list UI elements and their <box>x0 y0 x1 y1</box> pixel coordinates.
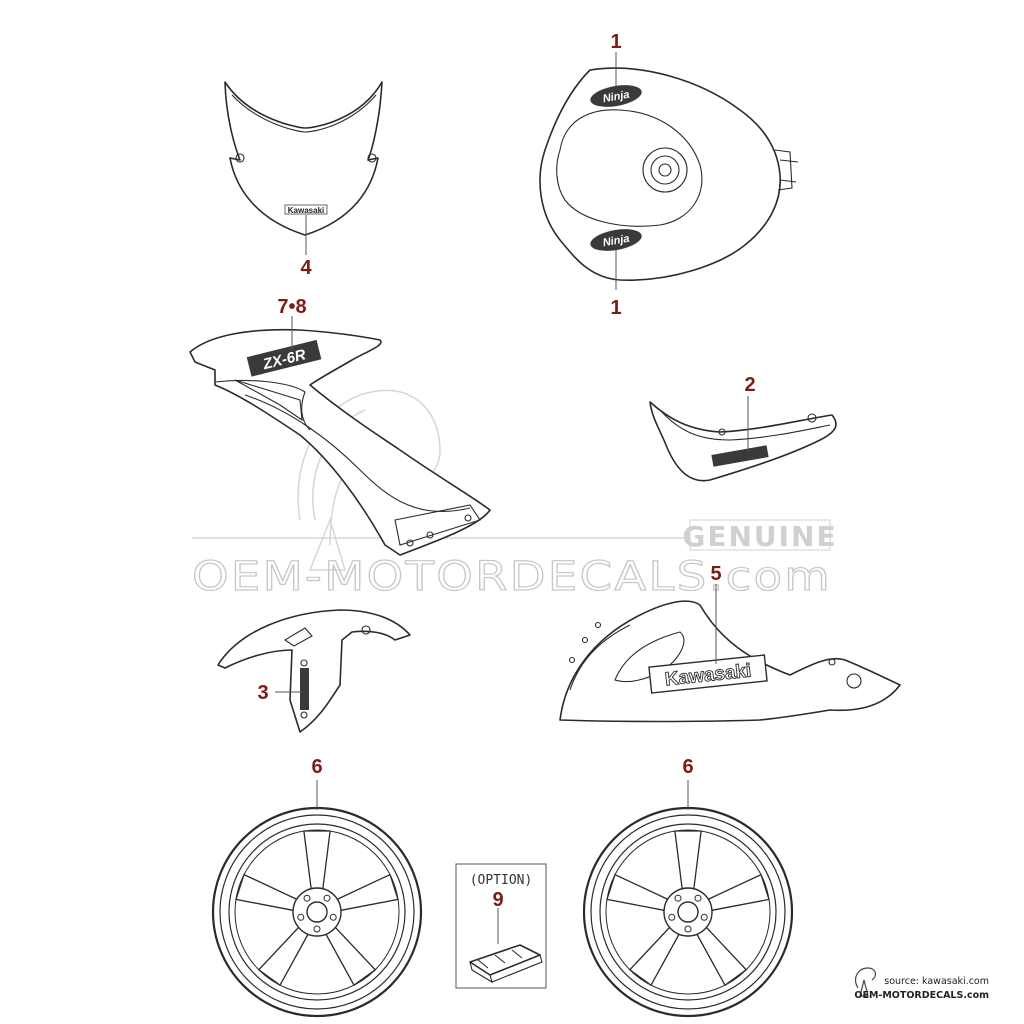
front-fender-part: 3 <box>217 609 411 733</box>
watermark-site: OEM-MOTORDECALS.com <box>192 554 832 600</box>
rim-outer <box>599 823 777 1001</box>
fuel-tank-part: Ninja Ninja 1 1 <box>539 31 799 319</box>
callout-7-8: 7•8 <box>277 296 306 318</box>
callout-5: 5 <box>710 563 721 585</box>
hub-bolt <box>313 925 321 933</box>
credits: source: kawasaki.com OEM-MOTORDECALS.com <box>854 967 989 1001</box>
front-fender-decal <box>300 668 309 710</box>
side-cowl-part: ZX-6R 7•8 <box>189 296 491 556</box>
callout-9: 9 <box>492 889 503 911</box>
windshield-part: Kawasaki 4 <box>224 81 383 279</box>
tail-cowl-decal <box>711 445 769 467</box>
front-wheel-part <box>211 806 423 1018</box>
lower-cowl-part: Kawasaki 5 <box>559 563 901 723</box>
svg-text:Ninja: Ninja <box>602 233 631 249</box>
watermark: GENUINE OEM-MOTORDECALS.com <box>191 389 837 601</box>
credits-logo-icon <box>855 967 877 997</box>
hub-bolt <box>303 894 311 902</box>
wheel-axle <box>677 901 699 923</box>
wheel-hub <box>292 887 342 937</box>
callout-3: 3 <box>257 682 268 704</box>
hub-bolt <box>323 894 331 902</box>
hub-bolt <box>700 913 708 921</box>
option-label: (OPTION) <box>470 873 533 888</box>
rim-outer <box>228 823 406 1001</box>
hub-bolt <box>684 925 692 933</box>
hub-bolt <box>668 913 676 921</box>
tire-inner <box>590 814 786 1010</box>
callout-4: 4 <box>300 257 312 279</box>
lower-cowl-decal <box>648 654 768 694</box>
callout-2: 2 <box>744 374 755 396</box>
hub-bolt <box>674 894 682 902</box>
wheel-hub <box>663 887 713 937</box>
watermark-genuine: GENUINE <box>682 520 837 553</box>
callout-1-bottom: 1 <box>610 297 621 319</box>
wheel-axle <box>306 901 328 923</box>
tank-decal-bottom: Ninja <box>590 229 642 251</box>
svg-text:Ninja: Ninja <box>602 89 631 105</box>
hub-bolt <box>329 913 337 921</box>
tail-cowl-part: 2 <box>649 374 837 482</box>
callout-6-left: 6 <box>311 756 322 778</box>
tank-decal-top: Ninja <box>590 85 642 107</box>
rim-inner <box>605 829 771 995</box>
windshield-decal <box>284 204 328 215</box>
credits-source: source: kawasaki.com <box>884 976 989 987</box>
credits-site: OEM-MOTORDECALS.com <box>854 990 989 1001</box>
tire-inner <box>219 814 415 1010</box>
option-kit-part: (OPTION) 9 <box>455 863 547 989</box>
rim-inner <box>234 829 400 995</box>
watermark-genuine-box <box>689 519 831 551</box>
hub-bolt <box>297 913 305 921</box>
hub-bolt <box>694 894 702 902</box>
rear-wheel-part <box>582 806 794 1018</box>
windshield-decal-text: Kawasaki <box>288 206 324 215</box>
callout-6-right: 6 <box>682 756 693 778</box>
callout-1-top: 1 <box>610 31 621 53</box>
